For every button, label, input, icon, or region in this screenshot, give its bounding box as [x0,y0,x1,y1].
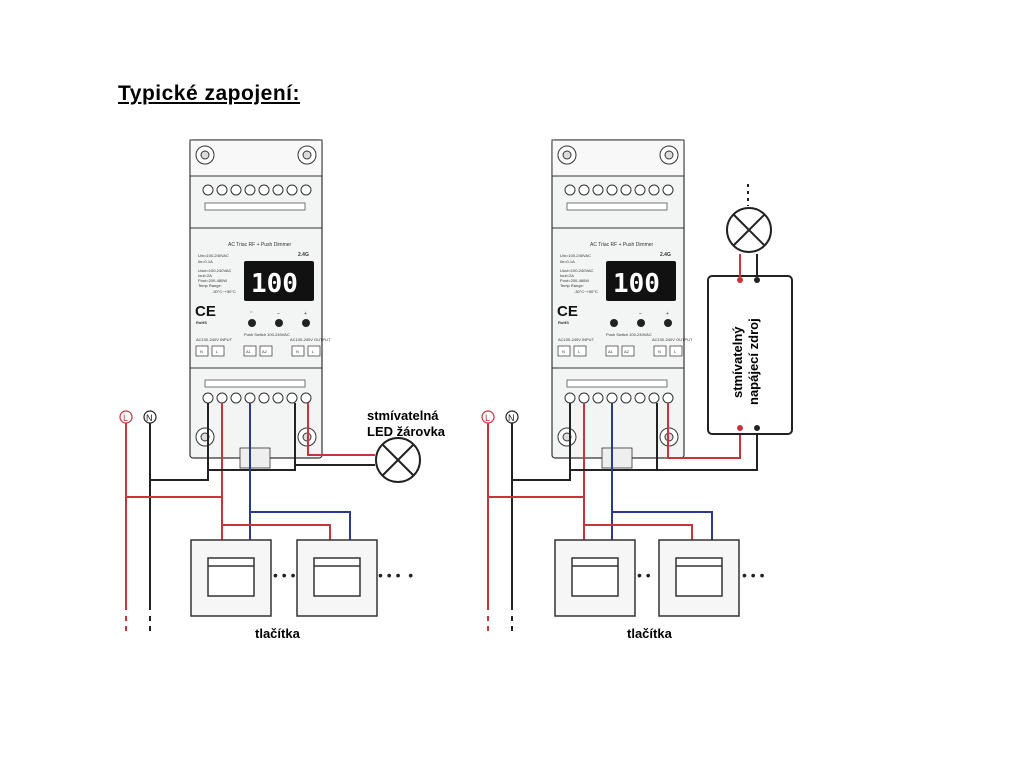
device-spec: Uout=100-240VAC [560,268,594,273]
load-label-line-1: stmívatelná [367,408,439,423]
rohs-mark: RoHS [196,320,207,325]
continuation-dots: • • [637,567,651,583]
device-spec: Iout=2A [560,273,574,278]
svg-text:N: N [146,413,153,423]
device-spec: Temp Range: [198,283,222,288]
buttons-label-right: tlačítka [627,626,673,641]
bottom-terminal-screws [564,392,674,404]
device-spec: Iin=0.1A [198,259,213,264]
menu-button[interactable] [610,319,618,327]
push-button-switch [296,539,378,617]
svg-text:A2: A2 [262,349,268,354]
svg-text:L: L [216,349,219,354]
bottom-terminal-screws [202,392,312,404]
device-spec: Iout=2A [198,273,212,278]
din-clip [239,447,271,469]
svg-text:L: L [123,413,128,423]
push-label: Push Switch 100-240VAC [244,332,290,337]
device-spec: Pout=200-480W [198,278,227,283]
display-value: 100 [251,269,298,299]
ce-mark: CE [195,303,216,320]
top-terminal-screws [564,184,674,196]
device-spec: Temp Range: [560,283,584,288]
svg-text:A1: A1 [608,349,614,354]
plus-label: + [666,311,669,317]
push-button-switch [190,539,272,617]
left-wiring-diagram: AC Triac RF + Push Dimmer 2.4G Uin=100-2… [119,139,446,641]
rohs-mark: RoHS [558,320,569,325]
svg-text:N: N [200,349,203,354]
svg-text:N: N [508,413,515,423]
device-spec: -30°C~+50°C [212,289,236,294]
svg-text:A1: A1 [246,349,252,354]
push-button-switch [658,539,740,617]
lamp-icon [726,207,772,253]
svg-text:L: L [674,349,677,354]
device-spec: Iin=0.1A [560,259,575,264]
svg-text:A2: A2 [624,349,630,354]
minus-label: – [639,311,642,317]
svg-text:N: N [296,349,299,354]
plus-label: + [304,311,307,317]
push-button-switch [554,539,636,617]
psu-label-line-2: napájecí zdroj [746,318,761,405]
svg-text:N: N [658,349,661,354]
led-display [244,261,314,301]
psu-label-line-1: stmívatelný [730,326,745,398]
device-spec: Uin=100-240VAC [560,253,591,258]
minus-button[interactable] [275,319,283,327]
rf-badge: 2.4G [660,252,671,258]
load-label-line-2: LED žárovka [367,424,446,439]
minus-label: – [277,311,280,317]
output-label: AC100-240V OUTPUT [290,337,331,342]
continuation-dots: • • • [742,567,765,583]
input-label: AC100-240V INPUT [196,337,233,342]
diagram-title: Typické zapojení: [118,82,300,105]
svg-text:N: N [562,349,565,354]
menu-button[interactable] [248,319,256,327]
continuation-dots: • • • • [378,567,413,583]
plus-button[interactable] [664,319,672,327]
device-spec: Uin=100-240VAC [198,253,229,258]
device-spec: Pout=200-480W [560,278,589,283]
svg-text:L: L [312,349,315,354]
dimmable-lamp-icon [375,437,421,483]
device-spec: -30°C~+50°C [574,289,598,294]
output-label: AC100-240V OUTPUT [652,337,693,342]
dimmer-device-right: AC Triac RF + Push Dimmer 2.4G Uin=100-2… [551,139,693,469]
svg-text:L: L [485,413,490,423]
push-label: Push Switch 100-240VAC [606,332,652,337]
plus-button[interactable] [302,319,310,327]
device-header: AC Triac RF + Push Dimmer [228,242,292,248]
led-display [606,261,676,301]
minus-button[interactable] [637,319,645,327]
dimmable-power-supply: stmívatelný napájecí zdroj [707,275,793,435]
top-terminal-screws [202,184,312,196]
din-clip [601,447,633,469]
continuation-dots: • • • [273,567,296,583]
right-wiring-diagram: AC Triac RF + Push Dimmer 2.4G Uin=100-2… [481,139,793,641]
device-header: AC Triac RF + Push Dimmer [590,242,654,248]
input-label: AC100-240V INPUT [558,337,595,342]
device-spec: Uout=100-240VAC [198,268,232,273]
buttons-label-left: tlačítka [255,626,301,641]
display-value: 100 [613,269,660,299]
ce-mark: CE [557,303,578,320]
svg-text:L: L [578,349,581,354]
dimmer-device-left: AC Triac RF + Push Dimmer 2.4G Uin=100-2… [189,139,331,469]
svg-text:○: ○ [250,309,253,314]
rf-badge: 2.4G [298,252,309,258]
